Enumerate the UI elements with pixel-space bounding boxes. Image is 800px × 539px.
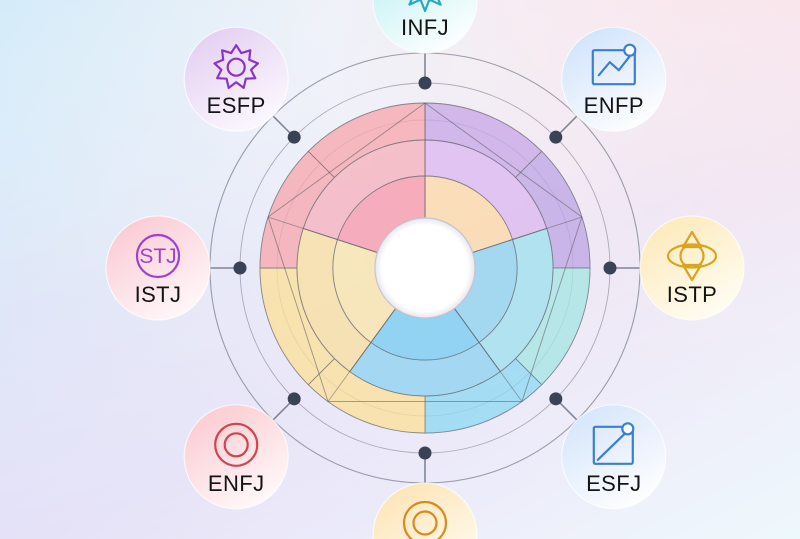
connector-dot-enfp	[549, 130, 563, 144]
node-label-istp: ISTP	[667, 282, 718, 307]
node-bubble-istj[interactable]	[105, 215, 211, 321]
atom-orbit-icon	[666, 230, 718, 282]
image-chart-icon	[591, 43, 637, 86]
eight-point-star-icon	[408, 0, 442, 13]
node-group: INFJ ENFP ISTP ESFJ INTJ ENFJ STJ ISTJ ESFP	[105, 0, 745, 539]
connector-dot-infj	[418, 76, 432, 90]
hub-circle	[374, 217, 476, 319]
stj-badge-label: STJ	[139, 245, 176, 268]
node-label-esfp: ESFP	[207, 93, 266, 118]
node-enfp[interactable]: ENFP	[561, 26, 667, 132]
node-label-istj: ISTJ	[135, 282, 182, 307]
pentagon-edge	[267, 102, 426, 218]
concentric-circles-icon	[402, 500, 448, 539]
pentagon-edge	[267, 216, 329, 402]
node-bubble-esfj[interactable]	[561, 404, 667, 510]
connector-dot-istp	[603, 261, 617, 275]
connector-dot-enfj	[287, 392, 301, 406]
node-enfj[interactable]: ENFJ	[183, 404, 289, 510]
pentagon-edge	[521, 216, 583, 402]
connector-dot-istj	[233, 261, 247, 275]
node-label-enfp: ENFP	[584, 93, 644, 118]
connector-dots	[233, 76, 617, 460]
node-istp[interactable]: ISTP	[639, 215, 745, 321]
node-infj[interactable]: INFJ	[372, 0, 478, 54]
node-intj[interactable]: INTJ	[372, 482, 478, 539]
stj-badge-icon: STJ	[135, 233, 181, 279]
concentric-circles-icon	[214, 422, 259, 467]
connector-dot-esfp	[287, 130, 301, 144]
connector-dot-esfj	[549, 392, 563, 406]
node-esfj[interactable]: ESFJ	[561, 404, 667, 510]
node-label-enfj: ENFJ	[208, 471, 265, 496]
radial-wheel	[259, 102, 591, 434]
node-bubble-infj[interactable]	[372, 0, 478, 54]
gear-sun-icon	[213, 44, 259, 90]
node-esfp[interactable]: ESFP	[183, 26, 289, 132]
node-istj[interactable]: STJ ISTJ	[105, 215, 211, 321]
node-label-esfj: ESFJ	[586, 471, 641, 496]
connector-dot-intj	[418, 446, 432, 460]
node-label-infj: INFJ	[401, 15, 449, 40]
center-hub	[374, 217, 476, 319]
pentagon-edge	[424, 102, 583, 218]
square-diagonal-icon	[592, 422, 635, 465]
node-bubble-esfp[interactable]	[183, 26, 289, 132]
node-bubble-enfp[interactable]	[561, 26, 667, 132]
